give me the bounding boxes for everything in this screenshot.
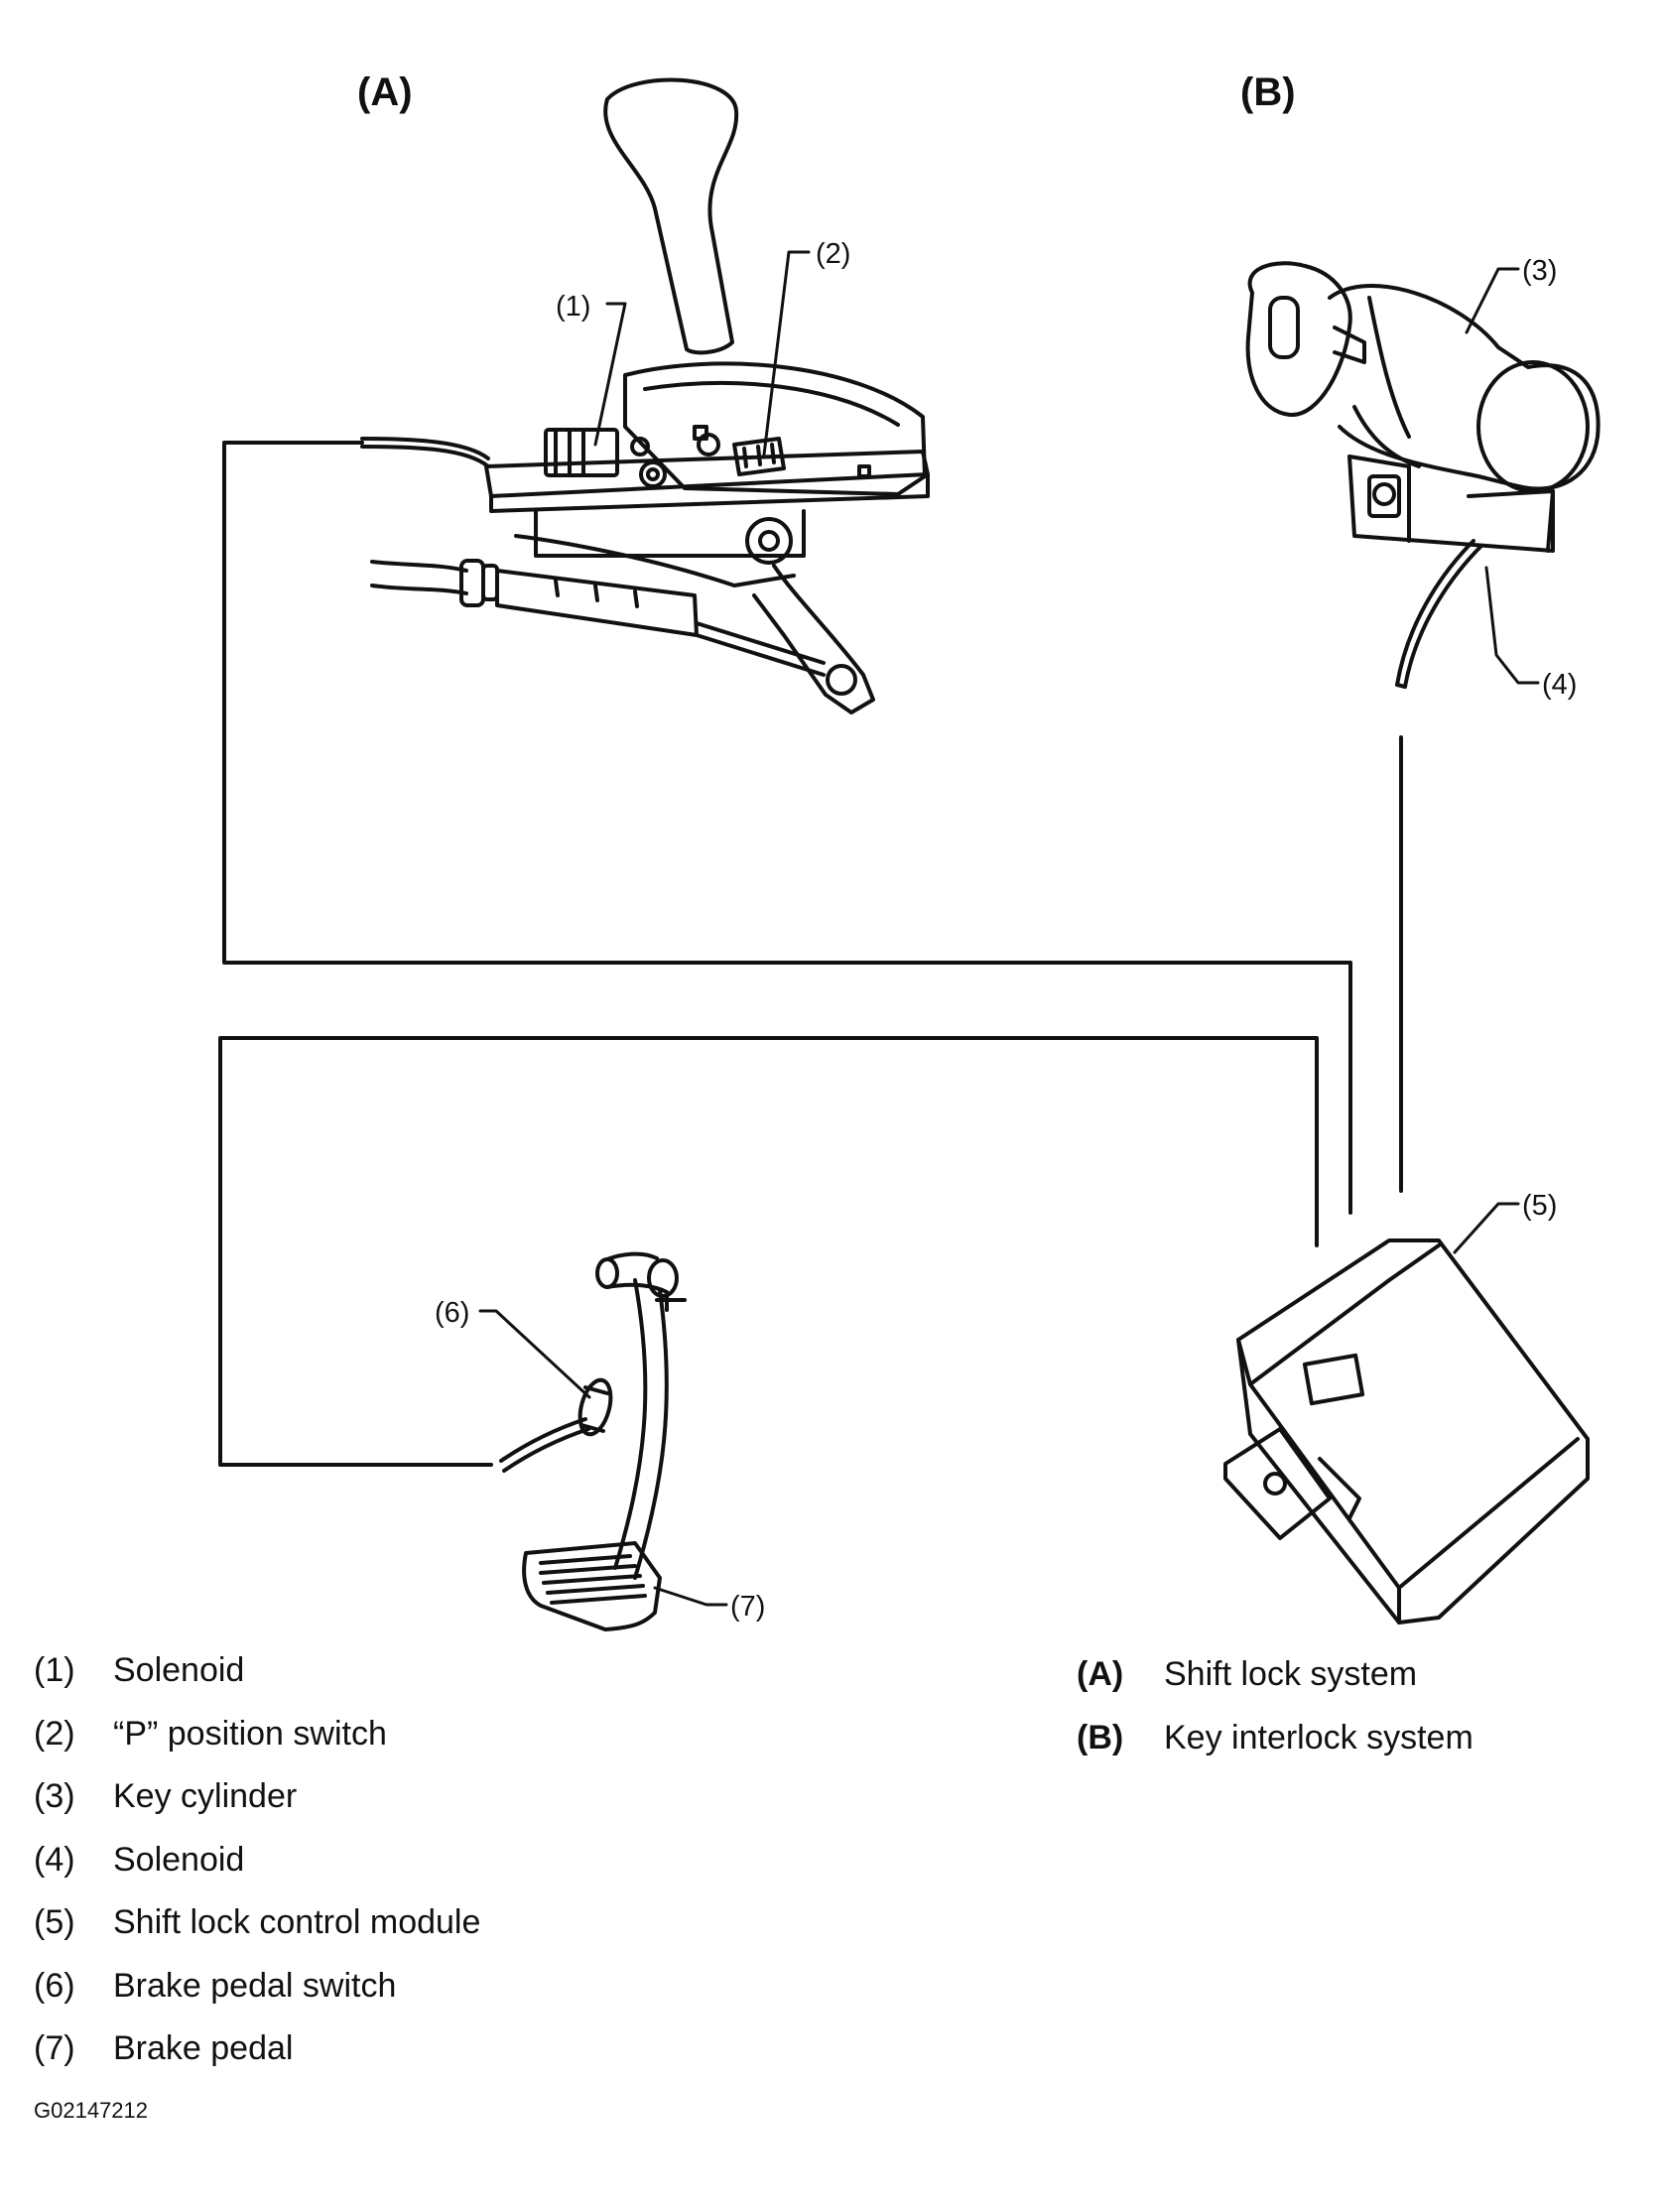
part-legend-label: “P” position switch: [113, 1714, 387, 1753]
part-legend-row: (3) Key cylinder: [34, 1779, 480, 1843]
part-legend-number: (7): [34, 2029, 75, 2067]
section-b-label: (B): [1240, 70, 1296, 114]
part-legend-number: (5): [34, 1903, 75, 1941]
part-legend-number: (6): [34, 1966, 75, 2005]
part-legend-number: (4): [34, 1840, 75, 1879]
systems-legend: (A) Shift lock system (B) Key interlock sys…: [1077, 1657, 1474, 1783]
callout-1: (1): [556, 291, 590, 323]
callout-6: (6): [435, 1297, 469, 1329]
system-legend-label: Shift lock system: [1164, 1655, 1418, 1693]
wiring-harness: [218, 441, 1403, 1467]
part-legend-number: (3): [34, 1777, 75, 1815]
key-cylinder-assembly: [1245, 261, 1601, 689]
part-legend-row: (7) Brake pedal: [34, 2031, 480, 2095]
callout-7: (7): [730, 1591, 765, 1623]
system-legend-label: Key interlock system: [1164, 1718, 1474, 1757]
part-legend-label: Shift lock control module: [113, 1903, 481, 1941]
callout-leaders: [478, 250, 1540, 1607]
callout-3: (3): [1522, 255, 1557, 287]
system-legend-row: (A) Shift lock system: [1077, 1657, 1474, 1721]
part-legend-label: Brake pedal: [113, 2029, 294, 2067]
callout-2: (2): [816, 238, 850, 270]
system-legend-number: (B): [1077, 1718, 1124, 1757]
section-a-label: (A): [357, 70, 413, 114]
figure-code: G02147212: [34, 2098, 148, 2123]
part-legend-row: (1) Solenoid: [34, 1653, 480, 1717]
control-module: [1223, 1238, 1590, 1625]
part-legend-label: Solenoid: [113, 1651, 245, 1689]
callout-5: (5): [1522, 1190, 1557, 1222]
brake-pedal-assembly: [499, 1251, 687, 1631]
part-legend-number: (2): [34, 1714, 75, 1753]
part-legend-label: Brake pedal switch: [113, 1966, 397, 2005]
part-legend-number: (1): [34, 1651, 75, 1689]
part-legend-row: (6) Brake pedal switch: [34, 1969, 480, 2032]
part-legend-row: (2) “P” position switch: [34, 1717, 480, 1780]
system-legend-number: (A): [1077, 1655, 1124, 1693]
system-legend-row: (B) Key interlock system: [1077, 1721, 1474, 1784]
part-legend-row: (5) Shift lock control module: [34, 1905, 480, 1969]
part-legend-label: Solenoid: [113, 1840, 245, 1879]
parts-legend: (1) Solenoid (2) “P” position switch (3) Key …: [34, 1653, 480, 2095]
callout-4: (4): [1542, 669, 1577, 701]
part-legend-label: Key cylinder: [113, 1777, 298, 1815]
shift-lever-assembly: [360, 77, 930, 715]
part-legend-row: (4) Solenoid: [34, 1843, 480, 1906]
